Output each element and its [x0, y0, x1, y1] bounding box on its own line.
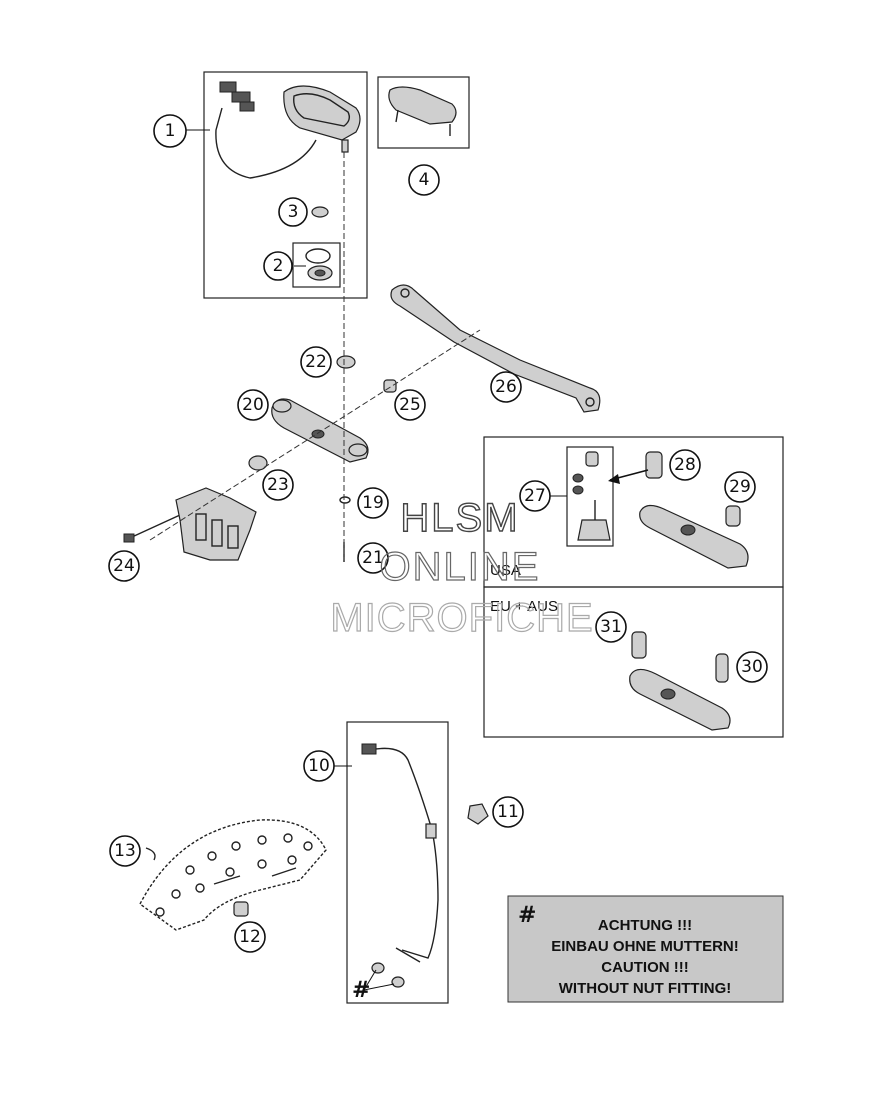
sensor-part [467, 803, 489, 825]
svg-text:24: 24 [113, 556, 135, 576]
callout-12: 12 [234, 921, 266, 953]
callout-25: 25 [394, 389, 426, 421]
upper-clamp-part [271, 398, 369, 463]
callout-23: 23 [262, 469, 294, 501]
watermark-line-2: ONLINE [380, 545, 541, 589]
svg-text:21: 21 [362, 548, 384, 568]
svg-text:27: 27 [524, 486, 546, 506]
nut-22-part [336, 355, 356, 369]
svg-text:25: 25 [399, 395, 421, 415]
clip-13-part [145, 847, 156, 861]
hash-lead-1 [363, 969, 377, 991]
watermark-line-1: HLSM [400, 496, 519, 540]
svg-text:26: 26 [495, 377, 517, 397]
bearing-kit-frame [292, 242, 341, 288]
callout-4: 4 [408, 164, 440, 196]
spacer-12-part [233, 901, 249, 917]
note-line-4: WITHOUT NUT FITTING! [559, 980, 731, 997]
bracket-plate-part [175, 487, 257, 561]
watermark-line-3: MICROFICHE [330, 596, 593, 640]
callout-22: 22 [300, 346, 332, 378]
svg-text:2: 2 [273, 256, 284, 276]
sensor-cable-frame [346, 721, 449, 1004]
note-hash-marker: # [518, 902, 536, 928]
callout-21: 21 [357, 542, 389, 574]
cable-hash-marker: # [352, 977, 370, 1003]
sensor-cable-part [361, 743, 439, 988]
screw-24-part [123, 514, 181, 543]
callout-30: 30 [736, 651, 768, 683]
cover-part [388, 86, 457, 136]
callout-13: 13 [109, 835, 141, 867]
hash-lead-2 [363, 983, 395, 991]
svg-text:23: 23 [267, 475, 289, 495]
svg-text:4: 4 [419, 170, 430, 190]
region-label-usa: USA [490, 562, 521, 579]
callout-31: 31 [595, 611, 627, 643]
region-label-eu-aus: EU + AUS [490, 598, 558, 615]
svg-text:29: 29 [729, 477, 751, 497]
svg-text:19: 19 [362, 493, 384, 513]
eu-aus-variant-frame [483, 586, 784, 738]
svg-text:28: 28 [674, 455, 696, 475]
callout-20: 20 [237, 389, 269, 421]
callout-27: 27 [519, 480, 567, 512]
brake-disc-part [139, 819, 327, 931]
arrow-head [608, 474, 620, 484]
svg-text:13: 13 [114, 841, 136, 861]
svg-text:10: 10 [308, 756, 330, 776]
callout-19: 19 [357, 487, 389, 519]
note-line-2: EINBAU OHNE MUTTERN! [551, 938, 739, 955]
caution-note: # ACHTUNG !!! EINBAU OHNE MUTTERN! CAUTI… [507, 895, 784, 1003]
svg-text:30: 30 [741, 657, 763, 677]
svg-text:31: 31 [600, 617, 622, 637]
callout-24: 24 [108, 550, 140, 582]
svg-text:3: 3 [288, 202, 299, 222]
washer-19-part [339, 496, 351, 504]
axis-line-diagonal [149, 329, 481, 541]
bushing-23-part [248, 455, 268, 471]
svg-text:11: 11 [497, 802, 519, 822]
speedometer-unit [215, 81, 361, 179]
callout-28: 28 [669, 449, 701, 481]
callout-29: 29 [724, 471, 756, 503]
svg-text:22: 22 [305, 352, 327, 372]
callout-10: 10 [303, 750, 352, 782]
note-line-1: ACHTUNG !!! [598, 917, 692, 934]
svg-text:1: 1 [165, 121, 176, 141]
callout-2: 2 [263, 251, 306, 281]
svg-text:20: 20 [242, 395, 264, 415]
speedometer-kit-frame [203, 71, 368, 299]
mounting-stay-part [390, 284, 601, 413]
bearing-kit-part [305, 248, 333, 281]
callout-11: 11 [492, 796, 524, 828]
watermark: HLSM ONLINE MICROFICHE [330, 495, 594, 640]
note-line-3: CAUTION !!! [601, 959, 688, 976]
callout-3: 3 [278, 197, 308, 227]
callout-1: 1 [153, 114, 210, 148]
adapter-kit-part [572, 451, 611, 541]
usa-clamp-part [639, 451, 749, 569]
svg-text:12: 12 [239, 927, 261, 947]
eu-aus-clamp-part [629, 631, 731, 731]
callout-26: 26 [490, 371, 522, 403]
cover-frame [377, 76, 470, 149]
o-ring-part [311, 206, 329, 218]
